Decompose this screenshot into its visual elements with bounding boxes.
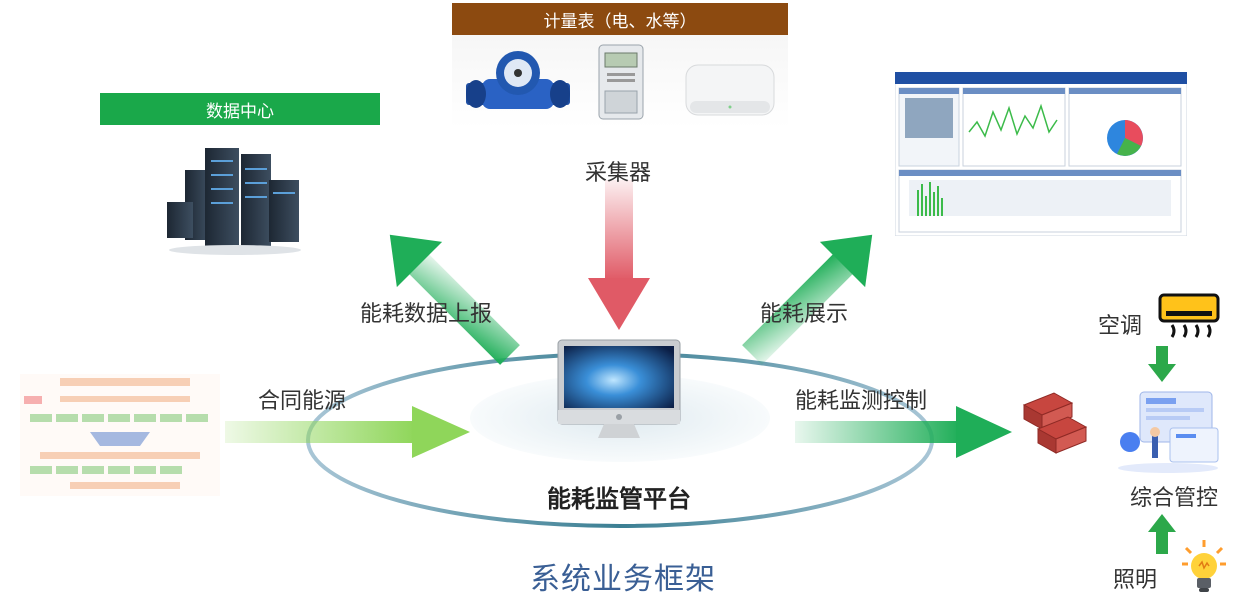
meter-banner: 计量表（电、水等） [452,3,788,35]
monitor-label: 能耗监测控制 [795,389,928,414]
lighting-label: 照明 [1113,568,1158,593]
integrated-label: 综合管控 [1130,486,1219,511]
datacenter-banner-text: 数据中心 [206,101,274,122]
platform-title: 能耗监管平台 [547,485,691,513]
datacenter-banner: 数据中心 [100,93,380,125]
firewall-icon [1022,392,1088,454]
display-label: 能耗展示 [760,302,849,327]
collector-label: 采集器 [585,161,652,186]
contract-arrow [225,406,470,458]
air-conditioner-icon [1158,293,1220,338]
collect-arrow [588,180,650,330]
report-arrow [389,234,520,365]
ac-arrow [1148,346,1176,382]
electric-meter-icon [598,44,644,120]
lightbulb-icon [1182,540,1226,592]
integrated-control-icon [1118,391,1219,473]
display-arrow [742,234,873,365]
contract-label: 合同能源 [258,389,347,414]
footer-title: 系统业务框架 [530,562,716,597]
ac-label: 空调 [1098,314,1143,339]
collector-box-icon [685,64,775,116]
lighting-arrow [1148,514,1176,554]
contract-document-image [20,374,220,496]
server-rack-icon [167,148,301,255]
monitor-icon [557,339,681,438]
monitor-arrow [795,406,1012,458]
report-label: 能耗数据上报 [360,302,493,327]
meter-banner-text: 计量表（电、水等） [543,11,697,32]
meter-panel: 计量表（电、水等） [452,3,788,128]
water-meter-icon [466,51,570,109]
dashboard-screenshot [895,72,1187,236]
